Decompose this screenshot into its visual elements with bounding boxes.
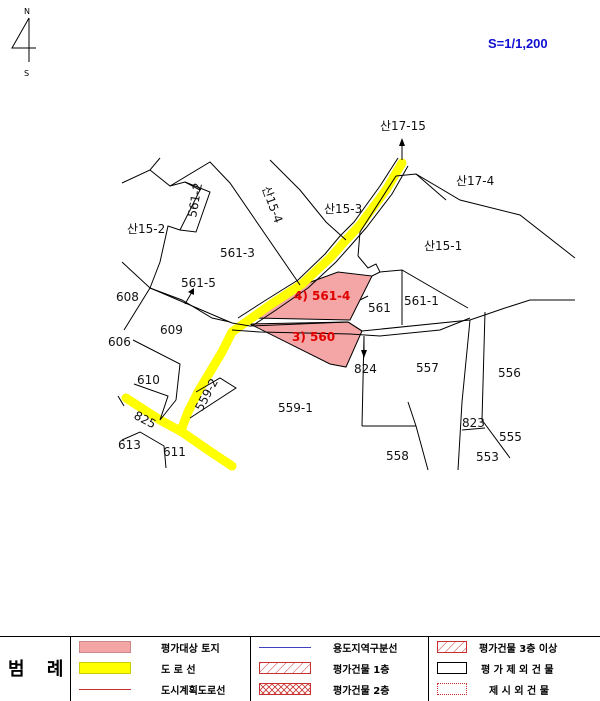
- north-arrow-icon: N S: [11, 7, 36, 78]
- label-target-561-4: 4) 561-4: [294, 289, 350, 303]
- label-san15-4: 산15-4: [259, 184, 285, 225]
- parcel-boundaries: [117, 157, 576, 471]
- legend-item-road: 도 로 선: [71, 658, 251, 679]
- label-san17-15: 산17-15: [380, 119, 426, 133]
- hatch-cross-swatch: [259, 683, 311, 695]
- legend-label-city-road: 도시계획도로선: [161, 686, 226, 697]
- legend-item-target: 평가대상 토지: [71, 637, 251, 658]
- legend-item-excluded: 평 가 제 외 건 물: [429, 658, 600, 679]
- label-556: 556: [498, 366, 521, 380]
- road-fill-swatch: [79, 662, 131, 674]
- dotted-box-swatch: [437, 683, 467, 695]
- legend-item-bldg-3: 평가건물 3층 이상: [429, 637, 600, 658]
- label-824: 824: [354, 362, 377, 376]
- label-555: 555: [499, 430, 522, 444]
- hatch-box-swatch: [437, 641, 467, 653]
- legend-label-bldg-2: 평가건물 2층: [333, 686, 390, 697]
- legend-label-bldg-3: 평가건물 3층 이상: [479, 644, 558, 655]
- label-san17-4: 산17-4: [456, 174, 494, 188]
- label-561-1: 561-1: [404, 294, 439, 308]
- label-561-2: 561-2: [185, 182, 205, 219]
- scale-label: S=1/1,200: [488, 36, 548, 51]
- legend-label-bldg-1: 평가건물 1층: [333, 665, 390, 676]
- compass-north-label: N: [24, 7, 30, 16]
- label-san15-3: 산15-3: [324, 202, 362, 216]
- label-557: 557: [416, 361, 439, 375]
- legend-title: 범 례: [8, 659, 72, 680]
- arrow-san17-15-icon: [399, 138, 405, 160]
- label-559-1: 559-1: [278, 401, 313, 415]
- legend-label-excluded: 평 가 제 외 건 물: [481, 665, 554, 676]
- target-fill-swatch: [79, 641, 131, 653]
- label-target-560: 3) 560: [292, 330, 335, 344]
- label-561-5: 561-5: [181, 276, 216, 290]
- legend-column-2: 용도지역구분선 평가건물 1층 평가건물 2층: [250, 637, 429, 701]
- hatch-single-swatch: [259, 662, 311, 674]
- label-561-3: 561-3: [220, 246, 255, 260]
- label-823: 823: [462, 416, 485, 430]
- legend-label-unpresented: 제 시 외 건 물: [489, 686, 549, 697]
- label-613: 613: [118, 438, 141, 452]
- legend-item-bldg-2: 평가건물 2층: [251, 679, 429, 700]
- legend-label-road: 도 로 선: [161, 665, 196, 676]
- legend-label-target: 평가대상 토지: [161, 644, 220, 655]
- legend-item-city-road: 도시계획도로선: [71, 679, 251, 700]
- label-san15-2: 산15-2: [127, 222, 165, 236]
- legend-item-zone: 용도지역구분선: [251, 637, 429, 658]
- label-608: 608: [116, 290, 139, 304]
- label-606: 606: [108, 335, 131, 349]
- label-611: 611: [163, 445, 186, 459]
- empty-box-swatch: [437, 662, 467, 674]
- label-558: 558: [386, 449, 409, 463]
- blue-line-swatch: [259, 647, 311, 648]
- label-609: 609: [160, 323, 183, 337]
- label-san15-1: 산15-1: [424, 239, 462, 253]
- legend-item-bldg-1: 평가건물 1층: [251, 658, 429, 679]
- legend-label-zone: 용도지역구분선: [333, 644, 398, 655]
- compass-south-label: S: [24, 69, 29, 78]
- legend-column-3: 평가건물 3층 이상 평 가 제 외 건 물 제 시 외 건 물: [428, 637, 600, 701]
- arrow-824-icon: [361, 336, 367, 358]
- road-line: [121, 157, 409, 471]
- label-553: 553: [476, 450, 499, 464]
- legend-item-unpresented: 제 시 외 건 물: [429, 679, 600, 700]
- legend: 범 례 평가대상 토지 도 로 선 도시계획도로선 용도지역구분선 평가건물 1…: [0, 636, 600, 701]
- label-610: 610: [137, 373, 160, 387]
- label-561: 561: [368, 301, 391, 315]
- arrow-561-5-icon: [184, 288, 194, 305]
- target-parcel-560[interactable]: [249, 321, 363, 368]
- red-line-swatch: [79, 689, 131, 690]
- legend-column-1: 평가대상 토지 도 로 선 도시계획도로선: [70, 637, 251, 701]
